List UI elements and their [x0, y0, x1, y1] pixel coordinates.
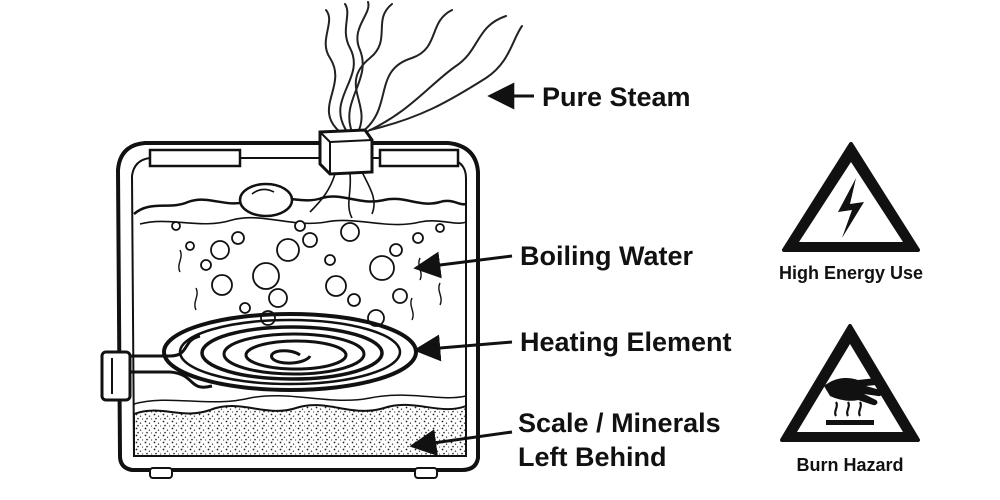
arrow-boiling: [413, 251, 513, 279]
hot-surface-hand-icon: [824, 378, 883, 425]
warning-sign-energy: High Energy Use: [779, 142, 923, 283]
steam-wisps: [324, 1, 523, 133]
tank-foot: [414, 467, 438, 479]
label-high-energy-use: High Energy Use: [779, 263, 923, 283]
tank-foot: [149, 467, 173, 479]
scale-sediment: [133, 403, 467, 457]
water-surface: [133, 195, 467, 215]
arrow-scale: [409, 429, 513, 457]
callout-arrows: [409, 82, 534, 457]
label-heating-element: Heating Element: [520, 327, 732, 357]
arrow-heating: [413, 334, 513, 362]
label-scale-minerals: Scale / Minerals: [518, 408, 721, 438]
label-boiling-water: Boiling Water: [520, 241, 693, 271]
label-left-behind: Left Behind: [518, 442, 667, 472]
rising-bubbles: [171, 220, 445, 327]
label-burn-hazard: Burn Hazard: [796, 455, 903, 475]
warning-sign-burn: Burn Hazard: [780, 324, 920, 475]
label-pure-steam: Pure Steam: [542, 82, 691, 112]
lightning-bolt-icon: [838, 178, 864, 238]
steam-vent: [309, 128, 375, 219]
side-connector: [100, 350, 132, 402]
